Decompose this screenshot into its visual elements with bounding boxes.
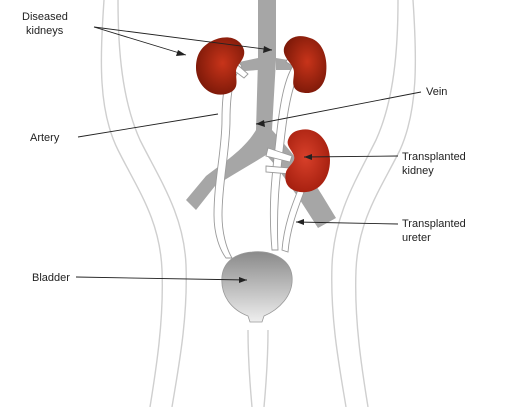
- label-diseased-kidneys-line1: Diseased: [22, 11, 68, 23]
- label-diseased-kidneys-line2: kidneys: [26, 25, 64, 37]
- body-outline: [100, 0, 417, 407]
- transplanted-ureter: [281, 189, 305, 253]
- label-transplanted-ureter-line2: ureter: [402, 232, 431, 244]
- transplanted-kidney: [285, 129, 330, 193]
- leader-lines: [75, 26, 422, 281]
- leader-arrowheads: [176, 46, 312, 283]
- label-transplanted-kidney-line2: kidney: [402, 165, 434, 177]
- label-transplanted-kidney-line1: Transplanted: [402, 151, 466, 163]
- diseased-kidney-left: [196, 37, 245, 95]
- vein: [186, 0, 336, 228]
- label-bladder: Bladder: [32, 272, 70, 284]
- label-artery: Artery: [30, 132, 60, 144]
- label-transplanted-ureter-line1: Transplanted: [402, 218, 466, 230]
- bladder: [221, 251, 293, 323]
- diseased-kidney-right: [283, 36, 327, 94]
- label-vein: Vein: [426, 86, 447, 98]
